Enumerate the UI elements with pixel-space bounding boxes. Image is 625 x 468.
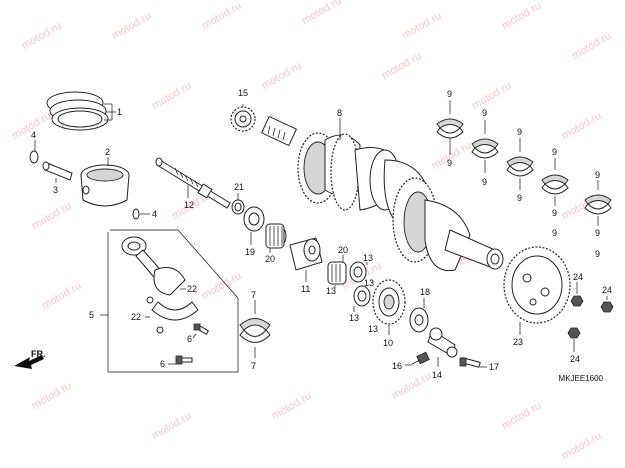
callout-3: 3 [53, 185, 58, 195]
callout-9-b: 9 [447, 158, 452, 168]
callout-13-e: 13 [368, 324, 378, 334]
callout-16: 16 [392, 361, 402, 371]
washer-18 [409, 307, 429, 333]
callout-19: 19 [245, 247, 255, 257]
callout-13-c: 13 [364, 278, 374, 288]
callout-23: 23 [513, 337, 523, 347]
piston-pin [42, 161, 73, 181]
callout-24-b: 24 [602, 285, 612, 295]
main-bearing-shells [436, 118, 612, 215]
callout-4-left: 4 [31, 130, 36, 140]
callout-17: 17 [489, 362, 499, 372]
callout-9-c: 9 [482, 108, 487, 118]
rod-bearing-shells [239, 318, 271, 343]
callout-9-d: 9 [482, 177, 487, 187]
timing-sprocket [503, 246, 571, 324]
callout-22-b: 22 [131, 312, 141, 322]
callout-1: 1 [117, 107, 122, 117]
callout-9-a: 9 [447, 89, 452, 99]
callout-14: 14 [432, 370, 442, 380]
balancer-shaft [155, 157, 231, 209]
front-direction-arrow-icon [14, 355, 44, 369]
callout-12: 12 [184, 200, 194, 210]
piston-pin-clip-left [29, 150, 39, 164]
callout-9-l: 9 [552, 228, 557, 238]
callout-9-k: 9 [595, 249, 600, 259]
callout-24-a: 24 [573, 272, 583, 282]
callout-20-left: 20 [265, 254, 275, 264]
bolt-24-c [567, 327, 581, 339]
collar-11 [289, 237, 323, 271]
callout-7-a: 7 [251, 290, 256, 300]
callout-9-i: 9 [595, 170, 600, 180]
callout-21: 21 [234, 182, 244, 192]
primary-drive-gear [372, 279, 406, 325]
callout-13-b: 13 [363, 253, 373, 263]
piston-pin-clip-right [132, 208, 140, 220]
callout-10: 10 [383, 338, 393, 348]
needle-bearing-20-left [265, 223, 287, 249]
gear-15 [230, 106, 256, 132]
needle-bearing-20-right [327, 261, 347, 285]
callout-6-a: 6 [187, 334, 192, 344]
callout-4-right: 4 [152, 209, 157, 219]
callout-24-c: 24 [570, 354, 580, 364]
callout-9-e: 9 [517, 127, 522, 137]
callout-2: 2 [105, 147, 110, 157]
tensioner-arm [427, 327, 458, 358]
front-label: FR. [31, 349, 46, 359]
callout-5: 5 [89, 310, 94, 320]
callout-13-a: 13 [326, 286, 336, 296]
bolt-24-a [570, 295, 584, 307]
piston-rings [46, 91, 109, 131]
callout-9-h: 9 [552, 208, 557, 218]
bolt-16 [411, 351, 430, 365]
callout-9-j: 9 [595, 228, 600, 238]
callout-18: 18 [420, 287, 430, 297]
callout-7-b: 7 [251, 361, 256, 371]
callout-20-right: 20 [338, 245, 348, 255]
callout-11: 11 [301, 284, 310, 294]
callout-13-d: 13 [349, 313, 359, 323]
piston [80, 164, 130, 207]
callout-9-g: 9 [552, 147, 557, 157]
crankshaft [260, 115, 504, 272]
bearing-13 [349, 261, 371, 307]
callout-15: 15 [238, 88, 248, 98]
thrust-washer-21 [231, 199, 245, 215]
callout-8: 8 [337, 108, 342, 118]
callout-9-f: 9 [517, 193, 522, 203]
bolt-17 [459, 357, 481, 368]
callout-6-b: 6 [160, 359, 165, 369]
washer-19 [243, 206, 265, 232]
connecting-rod-group [100, 229, 239, 373]
callout-22-a: 22 [187, 284, 197, 294]
diagram-code: MKJEE1600 [558, 374, 603, 383]
bolt-24-b [600, 301, 614, 313]
